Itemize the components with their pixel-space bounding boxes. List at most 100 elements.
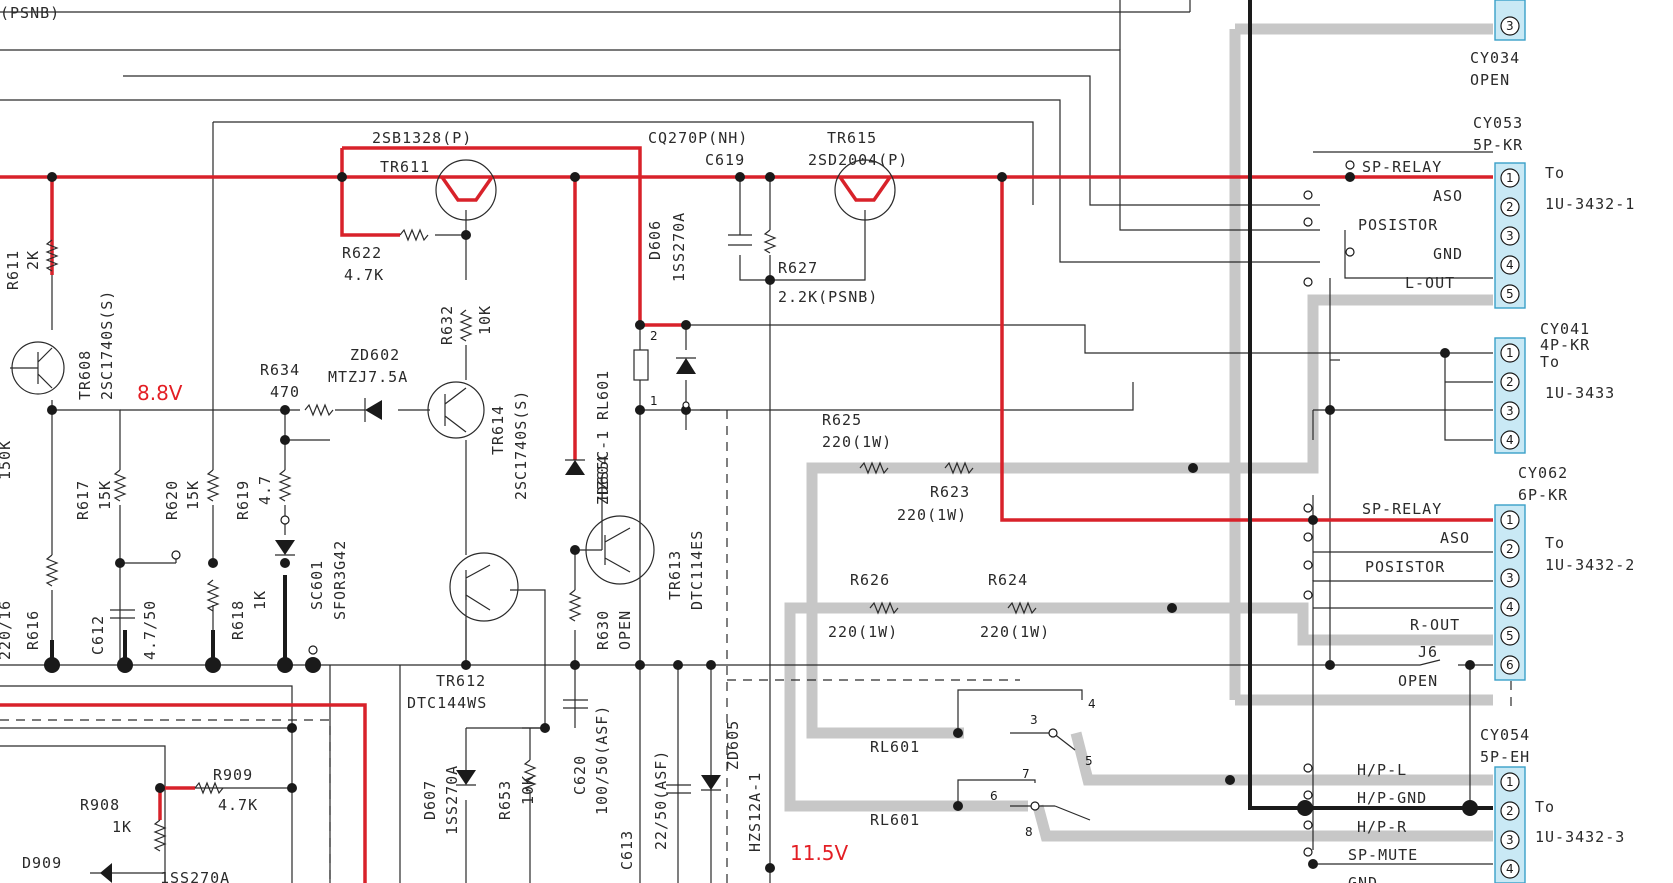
svg-text:2SB1328(P): 2SB1328(P) (372, 129, 472, 147)
svg-text:C619: C619 (705, 151, 745, 169)
svg-text:MTZJ7.5A: MTZJ7.5A (328, 368, 408, 386)
svg-text:C613: C613 (618, 830, 636, 870)
open-dots (171, 160, 1355, 857)
svg-text:SP-MUTE: SP-MUTE (1348, 846, 1418, 864)
svg-text:CY054: CY054 (1480, 726, 1530, 744)
svg-text:H/P-R: H/P-R (1357, 818, 1407, 836)
svg-text:22/50(ASF): 22/50(ASF) (652, 750, 670, 850)
connector-cy053: 1 2 3 4 5 (1494, 162, 1526, 309)
svg-text:TR614: TR614 (489, 405, 507, 455)
svg-text:ASO: ASO (1440, 529, 1470, 547)
svg-text:D607: D607 (421, 780, 439, 820)
svg-text:1SS270A: 1SS270A (160, 869, 230, 883)
svg-text:5: 5 (1085, 754, 1093, 768)
svg-text:2: 2 (1506, 200, 1514, 214)
voltage-8v8: 8.8V (137, 381, 183, 405)
svg-text:4: 4 (1506, 600, 1514, 614)
svg-text:H/P-L: H/P-L (1357, 761, 1407, 779)
svg-text:150K: 150K (0, 440, 14, 480)
svg-text:R620: R620 (163, 480, 181, 520)
svg-text:3: 3 (1030, 713, 1038, 727)
svg-text:4: 4 (1506, 862, 1514, 876)
svg-text:2: 2 (650, 329, 658, 343)
svg-text:TR611: TR611 (380, 158, 430, 176)
svg-text:3: 3 (1506, 833, 1514, 847)
svg-text:R627: R627 (778, 259, 818, 277)
svg-text:TR612: TR612 (436, 672, 486, 690)
connector-cy062: 1 2 3 4 5 6 (1494, 504, 1526, 681)
voltage-11v5: 11.5V (790, 841, 849, 865)
svg-text:3: 3 (1506, 404, 1514, 418)
svg-text:4.7K: 4.7K (344, 266, 384, 284)
svg-text:4.7: 4.7 (256, 475, 274, 505)
svg-text:R634: R634 (260, 361, 300, 379)
svg-text:RL601: RL601 (594, 370, 612, 420)
svg-text:1U-3432-3: 1U-3432-3 (1535, 828, 1625, 846)
svg-text:OPEN: OPEN (1398, 672, 1438, 690)
svg-text:1: 1 (650, 394, 658, 408)
svg-text:RL601: RL601 (870, 738, 920, 756)
svg-text:5P-EH: 5P-EH (1480, 748, 1530, 766)
svg-text:5: 5 (1506, 287, 1514, 301)
svg-text:3: 3 (1506, 229, 1514, 243)
svg-text:220/16: 220/16 (0, 600, 14, 660)
svg-text:2: 2 (1506, 542, 1514, 556)
tr611-transistor (435, 159, 497, 221)
svg-text:HZS12A-1: HZS12A-1 (746, 772, 764, 852)
resistors (45, 228, 1037, 852)
tr608-transistor (10, 341, 65, 395)
svg-text:ZD602: ZD602 (350, 346, 400, 364)
connector-cy034: 3 (1494, 0, 1526, 41)
diodes (100, 357, 721, 883)
svg-text:L-OUT: L-OUT (1405, 274, 1455, 292)
svg-text:CY053: CY053 (1473, 114, 1523, 132)
svg-text:1SS270A: 1SS270A (670, 212, 688, 282)
cy034-name: CY034 (1470, 49, 1520, 67)
svg-text:OPEN: OPEN (616, 610, 634, 650)
svg-text:6: 6 (990, 789, 998, 803)
svg-text:DTC144WS: DTC144WS (407, 694, 487, 712)
svg-text:2: 2 (1506, 804, 1514, 818)
svg-text:J6: J6 (1418, 643, 1438, 661)
svg-text:1U-3432-1: 1U-3432-1 (1545, 195, 1635, 213)
svg-text:2SC1740S(S): 2SC1740S(S) (98, 290, 116, 400)
tr612-transistor (449, 552, 519, 622)
svg-text:2K: 2K (24, 250, 42, 270)
svg-text:3: 3 (1506, 571, 1514, 585)
svg-text:2SD2004(P): 2SD2004(P) (808, 151, 908, 169)
svg-text:4.7K: 4.7K (218, 796, 258, 814)
svg-text:To: To (1545, 534, 1565, 552)
svg-text:8: 8 (1025, 825, 1033, 839)
svg-text:2.2K(PSNB): 2.2K(PSNB) (778, 288, 878, 306)
svg-text:1: 1 (1506, 513, 1514, 527)
svg-text:5: 5 (1506, 629, 1514, 643)
svg-text:220(1W): 220(1W) (897, 506, 967, 524)
svg-text:H/P-GND: H/P-GND (1357, 789, 1427, 807)
svg-text:R622: R622 (342, 244, 382, 262)
svg-text:TR615: TR615 (827, 129, 877, 147)
svg-text:7: 7 (1022, 767, 1030, 781)
svg-text:To: To (1535, 798, 1555, 816)
svg-text:220(1W): 220(1W) (822, 433, 892, 451)
svg-text:HZS5C-1: HZS5C-1 (594, 430, 612, 500)
svg-text:POSISTOR: POSISTOR (1358, 216, 1438, 234)
capacitors (110, 234, 752, 794)
svg-text:R611: R611 (4, 250, 22, 290)
svg-text:DTC114ES: DTC114ES (688, 530, 706, 610)
connector-cy054: 1 2 3 4 (1494, 766, 1526, 883)
svg-text:470: 470 (270, 383, 300, 401)
svg-text:10K: 10K (476, 305, 494, 335)
svg-text:R630: R630 (594, 610, 612, 650)
svg-text:GND: GND (1348, 874, 1378, 883)
svg-text:C612: C612 (89, 615, 107, 655)
svg-text:1U-3433: 1U-3433 (1545, 384, 1615, 402)
svg-text:D909: D909 (22, 854, 62, 872)
svg-text:D606: D606 (646, 220, 664, 260)
svg-text:CY041: CY041 (1540, 320, 1590, 338)
svg-text:R909: R909 (213, 766, 253, 784)
svg-text:1SS270A: 1SS270A (443, 765, 461, 835)
svg-text:TR613: TR613 (666, 550, 684, 600)
svg-text:4: 4 (1506, 258, 1514, 272)
svg-text:6P-KR: 6P-KR (1518, 486, 1568, 504)
svg-text:To: To (1540, 353, 1560, 371)
